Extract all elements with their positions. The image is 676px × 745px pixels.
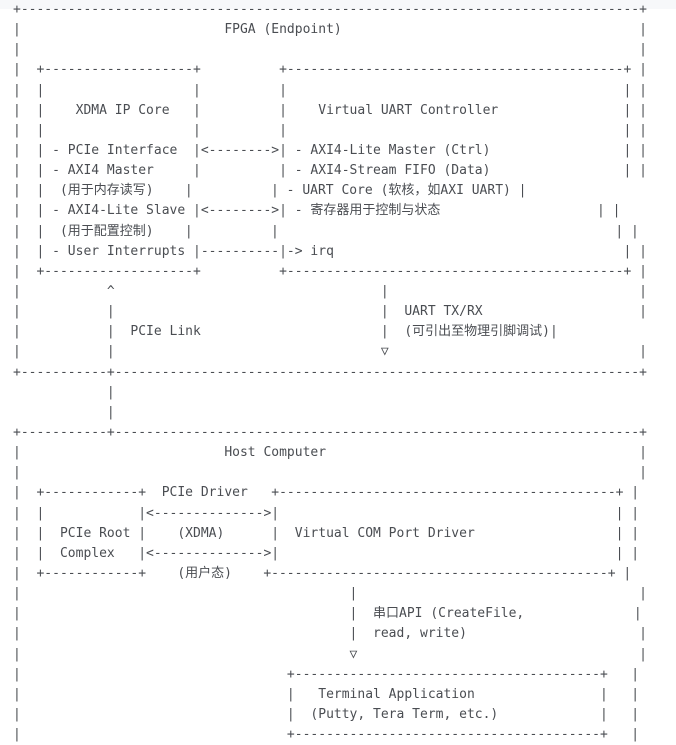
diagram-line-14: | +-------------------+ +---------------… <box>13 263 647 279</box>
diagram-line-19: +-----------+---------------------------… <box>13 364 647 380</box>
diagram-line-20: | <box>13 384 115 400</box>
diagram-line-09-axi4-master: | | - AXI4 Master | | - AXI4-Stream FIFO… <box>13 163 647 179</box>
diagram-line-18: | | ▽ | <box>13 344 647 360</box>
diagram-line-23-host-title: | Host Computer | <box>13 445 647 461</box>
diagram-line-21: | <box>13 404 115 420</box>
diagram-line-24: | | <box>13 465 647 481</box>
diagram-line-35-terminal-app: | | Terminal Application | | <box>13 686 640 702</box>
diagram-line-32-read-write: | | read, write) | <box>13 626 647 642</box>
diagram-line-30: | | | <box>13 586 647 602</box>
diagram-line-10-mem-rw: | | (用于内存读写) | | - UART Core (软核，如AXI UA… <box>13 183 527 199</box>
top-strip <box>0 0 676 9</box>
diagram-line-12-config: | | (用于配置控制) | | | | <box>13 223 639 239</box>
diagram-line-13-user-interrupts: | | - User Interrupts |----------|-> irq… <box>13 243 647 259</box>
diagram-line-15: | ^ | | <box>13 283 647 299</box>
diagram-line-33: | ▽ | <box>13 646 647 662</box>
diagram-line-01: +---------------------------------------… <box>13 2 647 17</box>
diagram-line-34: | +-------------------------------------… <box>13 666 640 682</box>
diagram-line-25-pcie-driver: | +------------+ PCIe Driver +----------… <box>13 485 640 501</box>
diagram-line-07: | | | | | | <box>13 122 647 138</box>
diagram-line-02-fpga-title: | FPGA (Endpoint) | <box>13 22 647 38</box>
diagram-line-28-complex: | | Complex |<-------------->| | | <box>13 545 640 561</box>
diagram-line-22: +-----------+---------------------------… <box>13 424 647 440</box>
diagram-line-36-putty: | | (Putty, Tera Term, etc.) | | <box>13 706 640 722</box>
diagram-line-27-root-complex: | | PCIe Root | (XDMA) | Virtual COM Por… <box>13 525 640 541</box>
diagram-line-05: | | | | | | <box>13 82 647 98</box>
diagram-line-06-xdma-uart-titles: | | XDMA IP Core | | Virtual UART Contro… <box>13 102 647 118</box>
diagram-line-16-uart-txrx: | | | UART TX/RX | <box>13 304 647 320</box>
diagram-line-17-pcie-link: | | PCIe Link | (可引出至物理引脚调试)| <box>13 324 558 340</box>
diagram-line-29-user-mode: | +------------+ (用户态) +----------------… <box>13 565 632 581</box>
diagram-line-37: | +-------------------------------------… <box>13 727 640 743</box>
diagram-line-04: | +-------------------+ +---------------… <box>13 62 647 78</box>
diagram-line-03: | | <box>13 42 647 58</box>
diagram-line-11-axi4-lite-slave: | | - AXI4-Lite Slave |<-------->| - 寄存器… <box>13 203 621 219</box>
ascii-diagram: +---------------------------------------… <box>13 0 647 745</box>
diagram-line-31-serial-api: | | 串口API (CreateFile, | <box>13 606 642 622</box>
diagram-line-26: | | |<-------------->| | | <box>13 505 640 521</box>
diagram-line-08-pcie-interface: | | - PCIe Interface |<-------->| - AXI4… <box>13 142 647 158</box>
